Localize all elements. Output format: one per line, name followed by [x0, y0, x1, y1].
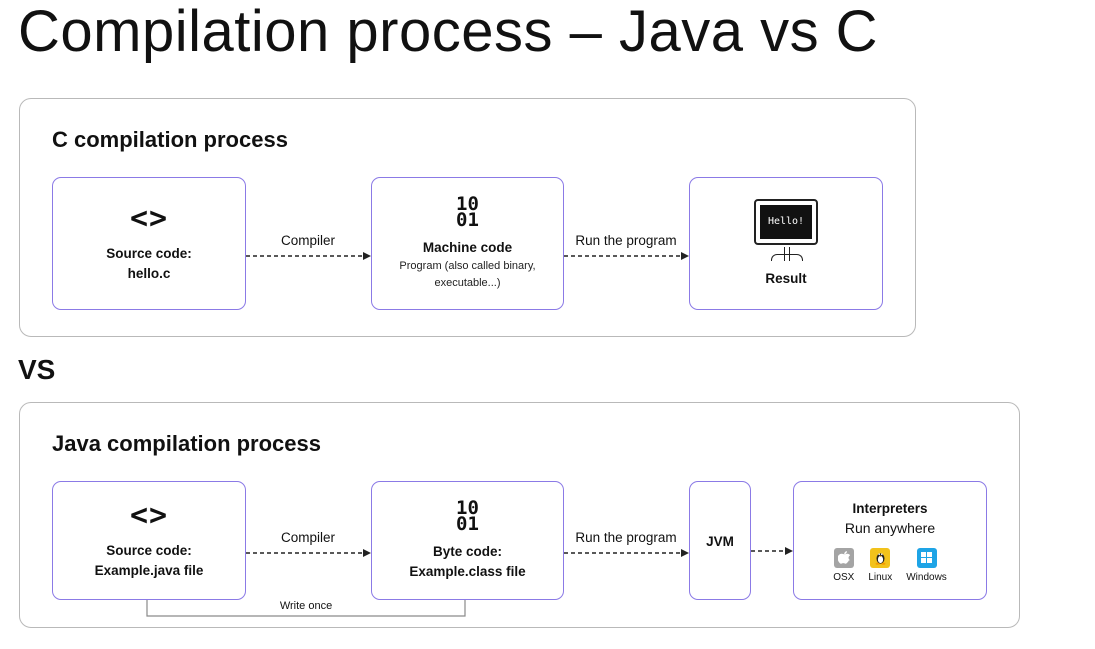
byte-code-node: 10 01 Byte code: Example.class file — [371, 481, 564, 600]
c-source-title: Source code: — [106, 245, 192, 261]
jvm-title: JVM — [706, 534, 734, 549]
apple-icon — [833, 547, 854, 568]
result-title: Result — [765, 270, 807, 286]
code-brackets-icon: <> — [129, 497, 169, 533]
java-source-code-node: <> Source code: Example.java file — [52, 481, 246, 600]
monitor-icon: Hello! — [754, 198, 818, 245]
linux-icon — [870, 547, 891, 568]
platform-linux: Linux — [868, 547, 893, 583]
monitor-screen-text: Hello! — [760, 204, 812, 239]
platform-osx-label: OSX — [833, 571, 855, 583]
machine-code-desc-2: executable...) — [434, 276, 501, 289]
platform-osx: OSX — [833, 547, 855, 583]
platform-linux-label: Linux — [868, 571, 893, 583]
machine-code-node: 10 01 Machine code Program (also called … — [371, 177, 564, 310]
java-source-title: Source code: — [106, 542, 192, 558]
write-once-label: Write once — [279, 600, 333, 612]
binary-icon: 10 01 — [456, 496, 479, 535]
java-panel-title: Java compilation process — [52, 431, 321, 456]
platform-windows: Windows — [906, 547, 947, 583]
java-run-label: Run the program — [575, 530, 677, 545]
machine-code-title: Machine code — [422, 239, 513, 255]
c-compiler-label: Compiler — [280, 233, 336, 248]
c-run-label: Run the program — [575, 233, 677, 248]
result-node: Hello! Result — [689, 177, 883, 310]
machine-code-desc-1: Program (also called binary, — [399, 259, 536, 272]
byte-code-title: Byte code: — [432, 543, 503, 559]
byte-code-filename: Example.class file — [409, 563, 526, 579]
platform-list: OSX Linux Windows — [833, 547, 947, 583]
windows-icon — [916, 547, 937, 568]
java-source-filename: Example.java file — [94, 562, 204, 578]
binary-icon: 10 01 — [456, 192, 479, 231]
java-compiler-label: Compiler — [280, 530, 336, 545]
c-source-filename: hello.c — [127, 265, 171, 281]
interpreters-subtitle: Run anywhere — [844, 519, 936, 536]
jvm-node: JVM — [689, 481, 751, 600]
monitor-stand-icon — [771, 246, 803, 261]
c-panel-title: C compilation process — [52, 127, 288, 152]
write-once-bracket — [146, 600, 466, 617]
page-title: Compilation process – Java vs C — [18, 0, 879, 64]
code-brackets-icon: <> — [129, 200, 169, 236]
vs-label: VS — [18, 354, 56, 385]
interpreters-node: Interpreters Run anywhere OSX — [793, 481, 987, 600]
interpreters-title: Interpreters — [852, 500, 928, 516]
c-source-code-node: <> Source code: hello.c — [52, 177, 246, 310]
platform-windows-label: Windows — [906, 571, 947, 583]
